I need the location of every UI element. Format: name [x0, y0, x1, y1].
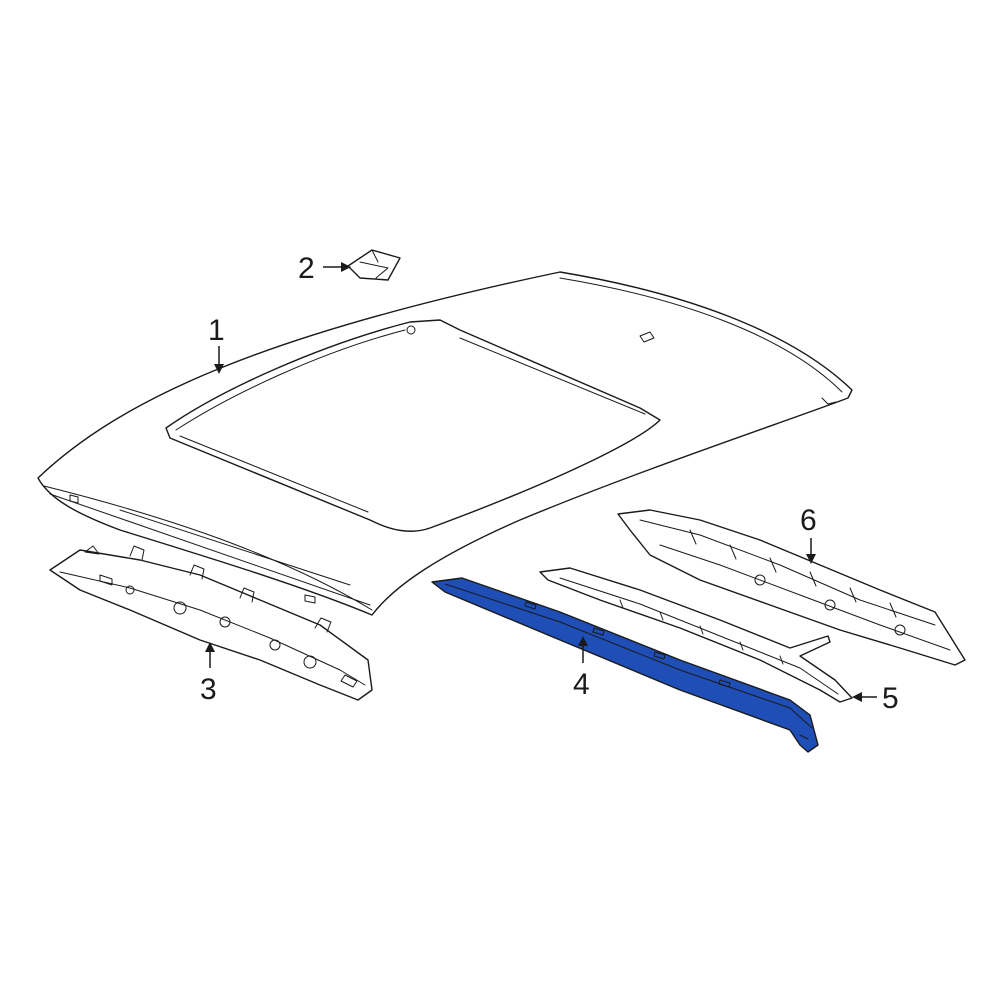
callout-leaders	[205, 262, 877, 702]
roof-rail-molding[interactable]	[431, 577, 819, 753]
rear-header-reinforcement[interactable]	[617, 509, 966, 666]
roof-rail-inner[interactable]	[539, 567, 853, 703]
callout-1: 1	[208, 314, 225, 347]
callout-5: 5	[882, 682, 899, 715]
front-header-reinforcement[interactable]	[49, 545, 373, 701]
callout-2: 2	[298, 252, 315, 285]
callout-6: 6	[800, 504, 817, 537]
callout-4: 4	[573, 668, 590, 701]
small-bracket[interactable]	[347, 249, 401, 281]
roof-panel[interactable]	[37, 271, 853, 616]
callout-3: 3	[200, 673, 217, 706]
